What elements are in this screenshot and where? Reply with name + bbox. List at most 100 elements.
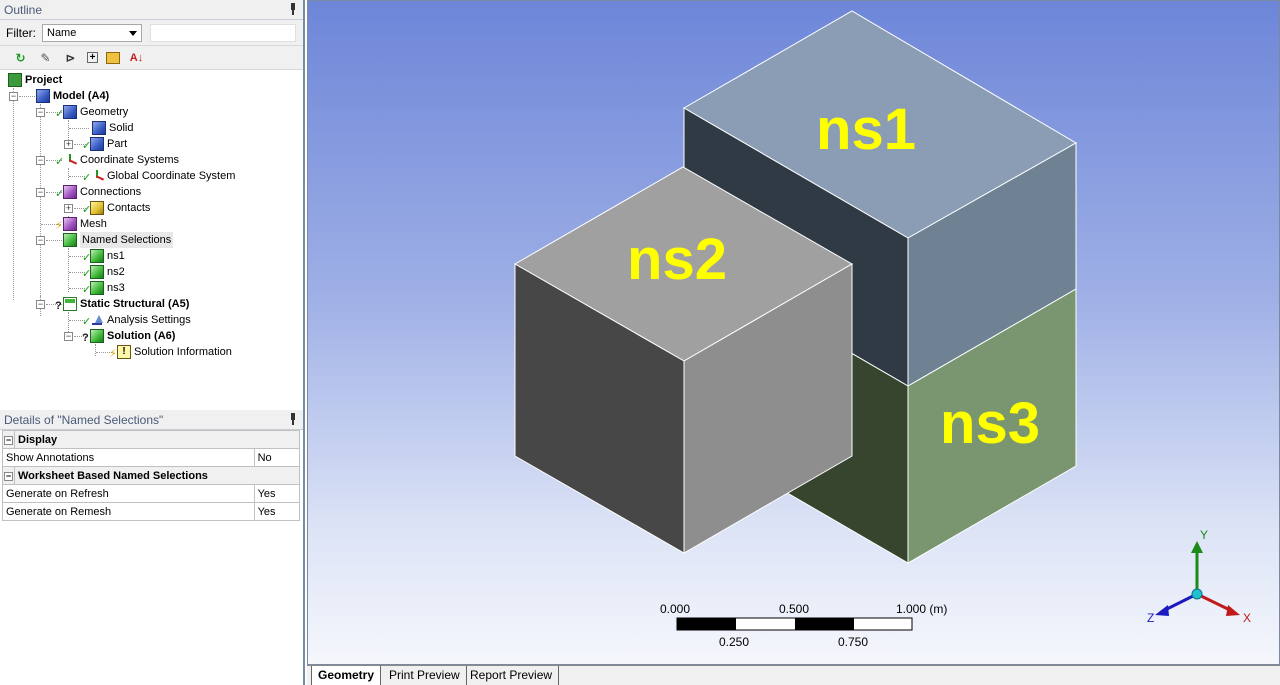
- details-row[interactable]: Generate on Refresh Yes: [2, 484, 301, 503]
- mesh-icon: [63, 217, 77, 231]
- tree-item-global-coordinate-system[interactable]: Global Coordinate System: [90, 168, 235, 184]
- question-mark-icon: ?: [55, 300, 62, 312]
- ns3-right-face[interactable]: [907, 288, 1077, 564]
- collapse-icon[interactable]: −: [4, 434, 13, 445]
- details-key: Generate on Refresh: [2, 484, 255, 503]
- tree-item-part[interactable]: Part: [90, 136, 127, 152]
- collapse-geometry-icon[interactable]: −: [36, 107, 45, 117]
- filter-select[interactable]: Name: [42, 23, 142, 42]
- geometry-icon: [63, 105, 77, 119]
- outline-title: Outline: [4, 3, 43, 17]
- collapse-static-structural-icon[interactable]: −: [36, 299, 45, 309]
- scale-tick-0: 0.000: [660, 602, 690, 616]
- question-mark-icon: ?: [82, 332, 89, 344]
- details-value[interactable]: No: [253, 448, 301, 467]
- expand-contacts-icon[interactable]: +: [64, 203, 73, 213]
- tree-item-named-selections[interactable]: Named Selections: [63, 232, 174, 248]
- category-label: Worksheet Based Named Selections: [14, 466, 300, 485]
- details-category-worksheet[interactable]: − Worksheet Based Named Selections: [2, 466, 300, 485]
- collapse-icon[interactable]: −: [4, 470, 13, 481]
- details-panel: Details of "Named Selections" − Display …: [0, 410, 303, 685]
- tree-item-analysis-settings[interactable]: Analysis Settings: [90, 312, 191, 328]
- branch-icon[interactable]: ⊳: [65, 50, 76, 65]
- check-icon: ✓: [82, 284, 92, 296]
- check-icon: ✓: [82, 140, 92, 152]
- tree-item-ns3[interactable]: ns3: [90, 280, 125, 296]
- details-grid: − Display Show Annotations No − Workshee…: [2, 430, 301, 521]
- collapse-coordinate-systems-icon[interactable]: −: [36, 155, 45, 165]
- scale-tick-1000: 1.000 (m): [896, 602, 947, 616]
- tree-item-static-structural[interactable]: Static Structural (A5): [63, 296, 189, 312]
- expand-all-icon[interactable]: +: [87, 52, 98, 63]
- tree-item-ns1[interactable]: ns1: [90, 248, 125, 264]
- tree-item-connections[interactable]: Connections: [63, 184, 141, 200]
- tree-item-contacts[interactable]: Contacts: [90, 200, 150, 216]
- ns3-label: ns3: [940, 391, 1040, 456]
- details-value[interactable]: Yes: [253, 484, 301, 503]
- tree-item-geometry[interactable]: Geometry: [63, 104, 128, 120]
- tree-item-solution[interactable]: Solution (A6): [90, 328, 175, 344]
- filter-label: Filter:: [6, 25, 36, 40]
- chevron-down-icon: [129, 30, 137, 36]
- folder-icon[interactable]: [106, 51, 120, 64]
- viewport-tab-bar: Geometry Print Preview Report Preview: [307, 665, 1280, 685]
- sort-icon[interactable]: A↓: [129, 51, 144, 64]
- tab-print-preview[interactable]: Print Preview: [383, 666, 467, 685]
- named-selection-icon: [90, 249, 104, 263]
- info-icon: !: [117, 345, 131, 359]
- check-icon: ✓: [55, 188, 65, 200]
- ns1-label: ns1: [816, 97, 916, 162]
- y-axis-label: Y: [1200, 528, 1208, 542]
- x-axis-label: X: [1243, 611, 1251, 625]
- tree-item-model[interactable]: Model (A4): [36, 88, 109, 104]
- named-selection-icon: [90, 265, 104, 279]
- tree-item-solid[interactable]: Solid: [92, 120, 133, 136]
- filter-select-value: Name: [47, 26, 77, 39]
- lightning-icon: ⚡: [109, 348, 117, 360]
- pin-icon[interactable]: [289, 3, 297, 15]
- details-row[interactable]: Show Annotations No: [2, 448, 301, 467]
- check-icon: ✓: [82, 268, 92, 280]
- model-icon: [36, 89, 50, 103]
- category-label: Display: [14, 430, 300, 449]
- solid-body-icon: [92, 121, 106, 135]
- details-value[interactable]: Yes: [253, 502, 301, 521]
- collapse-solution-icon[interactable]: −: [64, 331, 73, 341]
- collapse-model-icon[interactable]: −: [9, 91, 18, 101]
- tab-geometry[interactable]: Geometry: [311, 666, 382, 685]
- filter-text-input[interactable]: [150, 23, 296, 42]
- ns2-right-face[interactable]: [683, 263, 853, 554]
- graphics-viewport[interactable]: ns1 ns2 ns3 0.000 0.500 1.000 (m) 0.250 …: [307, 0, 1280, 665]
- axis-triad[interactable]: Y X Z: [1147, 528, 1251, 625]
- tree-item-mesh[interactable]: Mesh: [63, 216, 107, 232]
- tag-icon[interactable]: ✎: [40, 50, 51, 65]
- tree-item-coordinate-systems[interactable]: Coordinate Systems: [63, 152, 179, 168]
- connections-icon: [63, 185, 77, 199]
- refresh-icon[interactable]: ↻: [15, 50, 26, 65]
- tree-item-project[interactable]: Project: [8, 72, 62, 88]
- tree-item-solution-information[interactable]: ! Solution Information: [117, 344, 232, 360]
- collapse-named-selections-icon[interactable]: −: [36, 235, 45, 245]
- check-icon: ✓: [82, 204, 92, 216]
- ns2-label: ns2: [627, 227, 727, 292]
- project-icon: [8, 73, 22, 87]
- collapse-connections-icon[interactable]: −: [36, 187, 45, 197]
- expand-part-icon[interactable]: +: [64, 139, 73, 149]
- pin-icon[interactable]: [289, 413, 297, 425]
- coordinate-system-icon: [63, 153, 77, 167]
- filter-row: Filter: Name: [0, 20, 303, 46]
- scale-tick-750: 0.750: [838, 635, 868, 649]
- outline-title-bar: Outline: [0, 0, 303, 20]
- check-icon: ✓: [82, 172, 92, 184]
- named-selections-icon: [63, 233, 77, 247]
- outline-toolbar: ↻ ✎ ⊳ + A↓: [0, 46, 303, 70]
- outline-tree: Project − Model (A4) − ✓ Geometry Solid: [0, 70, 303, 404]
- check-icon: ✓: [82, 252, 92, 264]
- lightning-icon: ⚡: [55, 220, 63, 232]
- details-row[interactable]: Generate on Remesh Yes: [2, 502, 301, 521]
- model-view[interactable]: ns1 ns2 ns3 0.000 0.500 1.000 (m) 0.250 …: [308, 1, 1280, 665]
- tab-report-preview[interactable]: Report Preview: [464, 666, 560, 685]
- check-icon: ✓: [55, 108, 65, 120]
- details-category-display[interactable]: − Display: [2, 430, 300, 449]
- tree-item-ns2[interactable]: ns2: [90, 264, 125, 280]
